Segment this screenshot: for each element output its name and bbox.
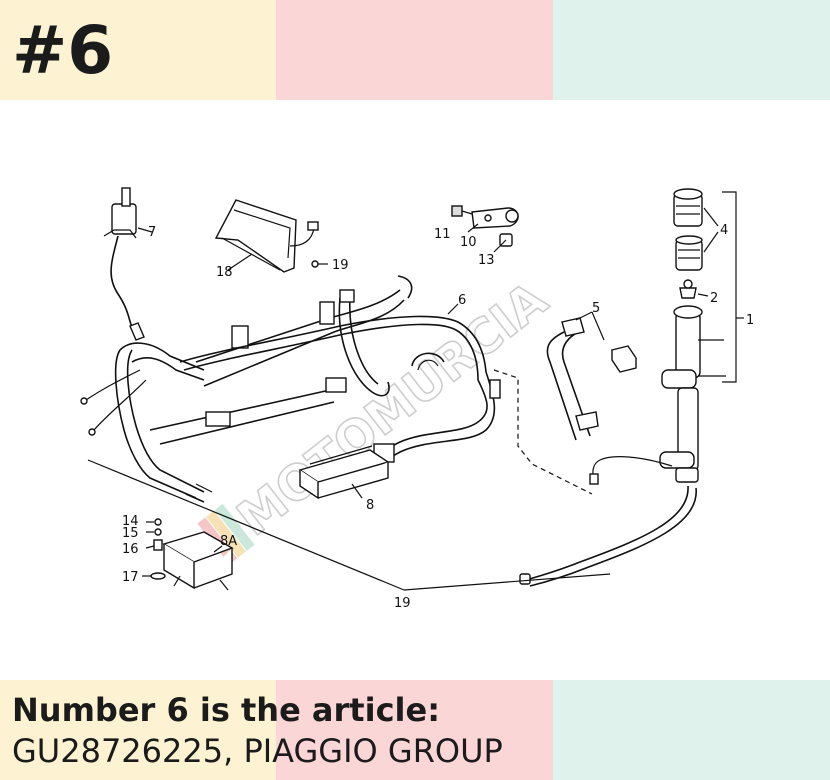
part-5-pipe [546, 317, 599, 441]
callout-11: 13 [478, 253, 495, 268]
part-19-hose [519, 456, 697, 587]
callout-9: 10 [460, 235, 477, 250]
part-18-screw [311, 260, 328, 268]
callout-8: 8 [366, 498, 374, 513]
callout-2: 2 [710, 291, 718, 306]
header-band-mint [553, 0, 830, 100]
callout-15: 16 [122, 542, 139, 557]
header-band [0, 0, 830, 100]
callout-4: 4 [720, 223, 728, 238]
leader-19 [87, 459, 611, 591]
callout-7: 7 [148, 225, 156, 240]
exploded-view-drawing: MOTOMURCIA [80, 187, 754, 611]
callout-10: 11 [434, 227, 451, 242]
callout-leaders [351, 223, 605, 499]
callout-17: 18 [216, 265, 233, 280]
dashed-leader [493, 369, 593, 495]
callout-8a: 8A [220, 534, 237, 549]
caption-band-pink [276, 680, 553, 780]
part-2-fitting [679, 279, 709, 299]
caption-heading: Number 6 is the article: [12, 691, 440, 729]
part-5-cap [610, 345, 638, 373]
callout-labels: 7 18 19 11 10 13 6 5 4 2 1 8 8A 14 15 16… [122, 223, 754, 611]
caption-article: GU28726225, PIAGGIO GROUP [12, 732, 503, 770]
callout-19: 19 [394, 596, 411, 611]
callout-5: 5 [592, 301, 600, 316]
part-6-harness [80, 315, 501, 463]
part-8a-module [162, 531, 234, 591]
callout-6: 6 [458, 293, 466, 308]
part-8-module [298, 445, 390, 500]
parts-diagram: MOTOMURCIA [0, 100, 830, 680]
part-7-switch [103, 187, 153, 341]
callout-1: 1 [746, 313, 754, 328]
caption-band [0, 680, 830, 780]
header-band-pink [276, 0, 553, 100]
callout-18: 19 [332, 258, 349, 273]
part-clip [411, 352, 445, 371]
part-17-bracket [214, 199, 319, 273]
part-7-toggle [121, 187, 131, 207]
callout-13: 14 [122, 514, 139, 529]
header-band-yellow [0, 0, 276, 100]
part-1-collar [661, 369, 697, 389]
watermark-stripe-green [214, 503, 255, 551]
part-1-upper-tube [675, 311, 701, 379]
callout-14: 15 [122, 526, 139, 541]
caption-band-yellow [0, 680, 276, 780]
part-13-15-fasteners [142, 518, 223, 580]
watermark: MOTOMURCIA [197, 271, 559, 565]
bracket-1-4 [703, 191, 744, 383]
part-10-screw [451, 205, 473, 217]
page-title: #6 [12, 12, 114, 89]
part-1-assembly [659, 305, 726, 483]
part-4-caps [673, 188, 703, 271]
watermark-text: MOTOMURCIA [227, 271, 558, 547]
part-bent-tube [338, 289, 390, 397]
caption-band-mint [553, 680, 830, 780]
watermark-stripe-yellow [206, 510, 246, 558]
callout-16: 17 [122, 570, 139, 585]
part-9-clamp [471, 207, 519, 229]
